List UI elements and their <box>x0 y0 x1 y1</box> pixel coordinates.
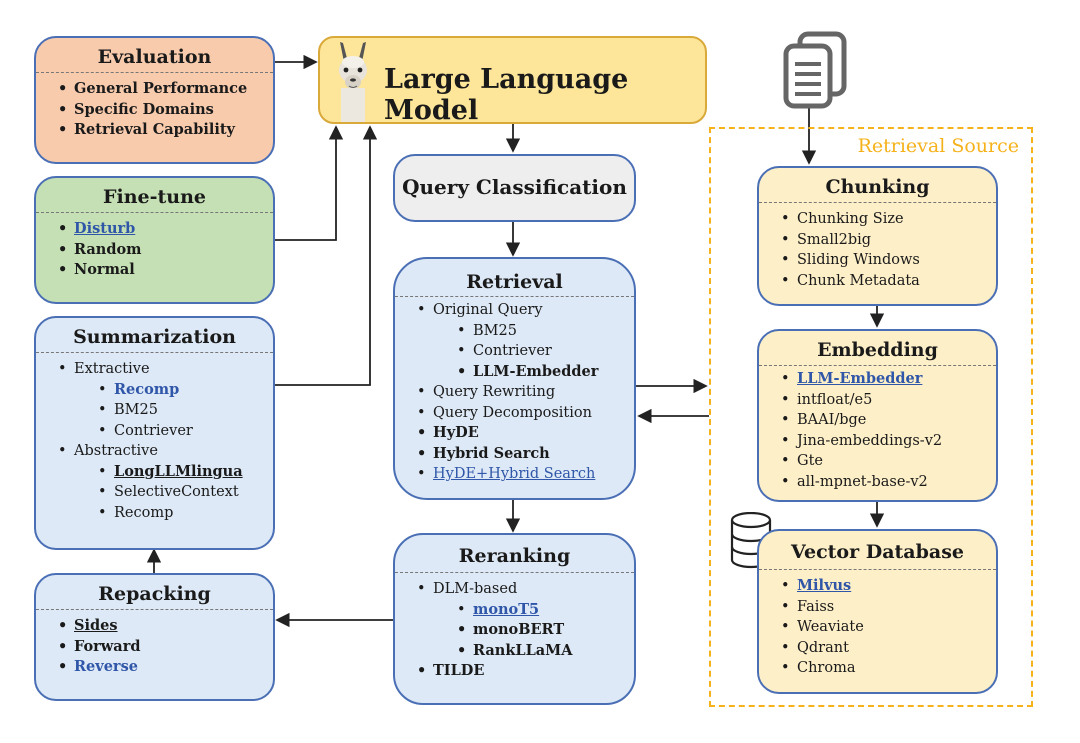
list-item: Extractive <box>58 359 273 380</box>
list-item: RankLLaMA <box>417 641 634 662</box>
list-item: Random <box>58 240 273 261</box>
list-item: DLM-based <box>417 579 634 600</box>
summarization-box[interactable]: Summarization Extractive Recomp BM25 Con… <box>34 316 275 550</box>
query-classification-title: Query Classification <box>402 175 627 199</box>
retrieval-source-label: Retrieval Source <box>857 135 1019 157</box>
list-item: Disturb <box>58 219 273 240</box>
list-item: Normal <box>58 260 273 281</box>
list-item: Small2big <box>781 230 996 251</box>
reranking-title: Reranking <box>458 545 571 567</box>
divider <box>395 572 634 573</box>
list-item: Reverse <box>58 657 273 678</box>
list-item: Recomp <box>58 503 273 524</box>
list-item: General Performance <box>58 79 273 100</box>
arrow-summarization-to-llm <box>275 125 378 386</box>
list-item: BAAI/bge <box>781 410 996 431</box>
list-item: all-mpnet-base-v2 <box>781 472 996 493</box>
vector-database-title: Vector Database <box>791 541 964 563</box>
list-item: LLM-Embedder <box>781 369 996 390</box>
list-item: monoBERT <box>417 620 634 641</box>
summarization-title: Summarization <box>73 326 236 348</box>
list-item: Retrieval Capability <box>58 120 273 141</box>
chunking-box[interactable]: Chunking Chunking Size Small2big Sliding… <box>757 166 998 306</box>
list-item: Faiss <box>781 597 996 618</box>
arrow-finetune-to-llm <box>275 125 344 241</box>
list-item: monoT5 <box>417 600 634 621</box>
llama-icon <box>339 42 367 122</box>
llm-box[interactable]: Large Language Model <box>318 36 707 126</box>
query-classification-box[interactable]: Query Classification <box>393 154 636 222</box>
divider <box>759 202 996 203</box>
divider <box>759 365 996 366</box>
evaluation-title: Evaluation <box>97 46 212 68</box>
list-item: Query Rewriting <box>417 382 634 403</box>
list-item: Chunking Size <box>781 209 996 230</box>
list-item: Sides <box>58 616 273 637</box>
retrieval-title: Retrieval <box>466 271 563 293</box>
chunking-title: Chunking <box>825 176 930 198</box>
reranking-box[interactable]: Reranking DLM-based monoT5 monoBERT Rank… <box>393 533 636 705</box>
list-item: Gte <box>781 451 996 472</box>
list-item: Query Decomposition <box>417 403 634 424</box>
divider <box>36 352 273 353</box>
list-item: Sliding Windows <box>781 250 996 271</box>
list-item: Contriever <box>417 341 634 362</box>
finetune-box[interactable]: Fine-tune Disturb Random Normal <box>34 176 275 304</box>
embedding-title: Embedding <box>817 339 938 361</box>
list-item: Original Query <box>417 300 634 321</box>
list-item: Jina-embeddings-v2 <box>781 431 996 452</box>
repacking-title: Repacking <box>98 583 211 605</box>
list-item: Milvus <box>781 576 996 597</box>
list-item: Contriever <box>58 421 273 442</box>
list-item: Hybrid Search <box>417 444 634 465</box>
list-item: LLM-Embedder <box>417 362 634 383</box>
retrieval-box[interactable]: Retrieval Original Query BM25 Contriever… <box>393 257 636 500</box>
list-item: HyDE <box>417 423 634 444</box>
list-item: BM25 <box>417 321 634 342</box>
divider <box>395 296 634 297</box>
divider <box>36 72 273 73</box>
finetune-title: Fine-tune <box>103 186 206 208</box>
embedding-box[interactable]: Embedding LLM-Embedder intfloat/e5 BAAI/… <box>757 329 998 502</box>
list-item: HyDE+Hybrid Search <box>417 464 634 485</box>
list-item: intfloat/e5 <box>781 390 996 411</box>
list-item: Abstractive <box>58 441 273 462</box>
list-item: Specific Domains <box>58 100 273 121</box>
repacking-box[interactable]: Repacking Sides Forward Reverse <box>34 573 275 701</box>
divider <box>36 212 273 213</box>
list-item: Chroma <box>781 658 996 679</box>
llm-title: Large Language Model <box>384 64 629 126</box>
list-item: Qdrant <box>781 638 996 659</box>
list-item: BM25 <box>58 400 273 421</box>
vector-database-box[interactable]: Vector Database Milvus Faiss Weaviate Qd… <box>757 529 998 694</box>
divider <box>759 569 996 570</box>
list-item: Chunk Metadata <box>781 271 996 292</box>
list-item: SelectiveContext <box>58 482 273 503</box>
list-item: Recomp <box>58 380 273 401</box>
documents-icon <box>783 31 847 109</box>
list-item: TILDE <box>417 661 634 682</box>
divider <box>36 609 273 610</box>
list-item: Weaviate <box>781 617 996 638</box>
evaluation-box[interactable]: Evaluation General Performance Specific … <box>34 36 275 164</box>
list-item: LongLLMlingua <box>58 462 273 483</box>
retrieval-source-group: Retrieval Source <box>709 127 1033 707</box>
list-item: Forward <box>58 637 273 658</box>
